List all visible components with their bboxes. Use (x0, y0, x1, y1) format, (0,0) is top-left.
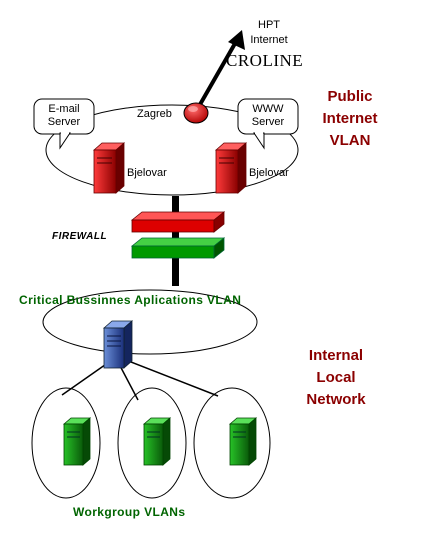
workgroup-vlan-1-ellipse (31, 387, 101, 499)
link-workgroup-3 (125, 359, 219, 397)
www-server-location-label: Bjelovar (249, 167, 289, 179)
critical-vlan-label: Critical Bussinnes Aplications VLAN (19, 293, 242, 307)
email-server-icon (92, 142, 126, 194)
internal-title-line-3: Network (306, 391, 366, 408)
critical-vlan-ellipse (42, 289, 258, 355)
public-vlan-title-line-3: VLAN (329, 132, 371, 149)
workgroup-vlan-2-ellipse (117, 387, 187, 499)
email-server-bubble (33, 98, 95, 150)
email-bubble-line-1: E-mail (48, 103, 80, 115)
public-vlan-title-line-2: Internet (322, 110, 378, 127)
workgroup-server-2-icon (142, 417, 172, 466)
internet-label: Internet (250, 34, 288, 46)
internal-network-title: Internal Local Network (290, 345, 382, 411)
public-vlan-title-line-1: Public (327, 88, 373, 105)
workgroup-vlan-3-ellipse (193, 387, 271, 499)
public-vlan-ellipse (45, 104, 299, 196)
croline-label: CROLINE (226, 51, 304, 70)
firewall-red-slab (130, 211, 226, 233)
hpt-label: HPT (258, 19, 280, 31)
workgroup-server-1-icon (62, 417, 92, 466)
public-vlan-title: Public Internet VLAN (306, 86, 394, 152)
workgroup-vlans-label: Workgroup VLANs (73, 505, 186, 519)
www-bubble-line-1: WWW (252, 103, 284, 115)
email-bubble-line-2: Server (47, 116, 81, 128)
uplink-arrowhead-icon (228, 30, 245, 50)
www-server-icon (214, 142, 248, 194)
firewall-label: FIREWALL (52, 231, 108, 242)
core-switch-icon (102, 320, 134, 369)
internet-uplink-line (196, 39, 239, 109)
firewall-green-slab (130, 237, 226, 259)
email-bubble-text: E-mail Server (34, 103, 94, 129)
internal-title-line-2: Local (316, 369, 356, 386)
www-bubble-line-2: Server (251, 116, 285, 128)
email-server-location-label: Bjelovar (127, 167, 167, 179)
internal-title-line-1: Internal (308, 347, 364, 364)
router-zagreb-icon (183, 102, 209, 124)
www-bubble-text: WWW Server (238, 103, 298, 129)
workgroup-server-3-icon (228, 417, 258, 466)
www-server-bubble (237, 98, 299, 150)
router-zagreb-label: Zagreb (137, 108, 172, 120)
